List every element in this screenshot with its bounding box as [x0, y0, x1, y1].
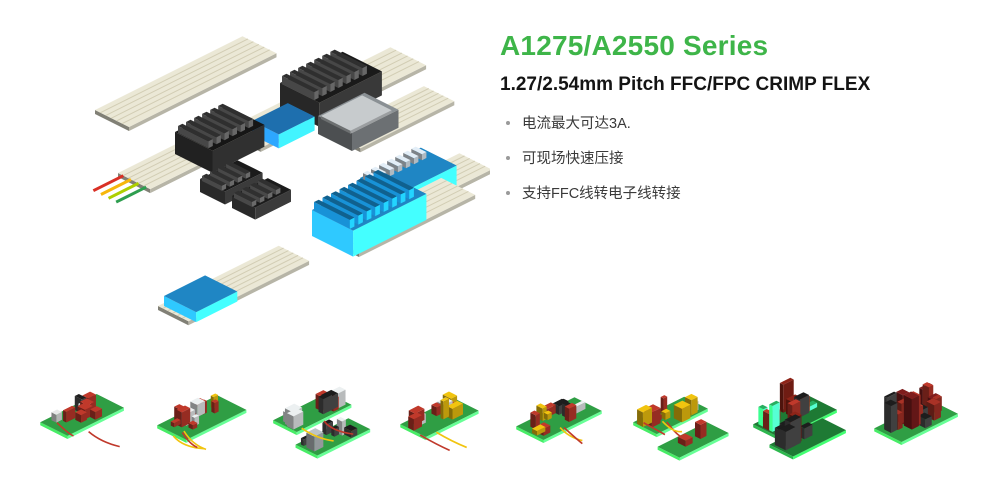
- product-thumbnail-7[interactable]: [743, 344, 855, 472]
- feature-bullet: 电流最大可达3A.: [506, 112, 970, 133]
- product-thumbnail-5[interactable]: [504, 344, 616, 472]
- product-subtitle: 1.27/2.54mm Pitch FFC/FPC CRIMP FLEX: [500, 74, 871, 95]
- pcb-assembly-image: [40, 391, 124, 448]
- pcb-assembly-image: [157, 393, 247, 451]
- feature-text: 支持FFC线转电子线转接: [522, 186, 681, 202]
- product-thumbnail-1[interactable]: [26, 344, 138, 472]
- pcb-assembly-image: [272, 386, 371, 459]
- connector-product-illustration: [92, 36, 490, 326]
- bullet-dot-icon: [506, 120, 510, 125]
- bullet-dot-icon: [506, 190, 510, 195]
- pcb-assembly-image: [752, 377, 846, 460]
- pcb-assembly-image: [874, 382, 958, 446]
- feature-bullet: 可现场快速压接: [506, 147, 970, 168]
- feature-text: 可现场快速压接: [522, 151, 624, 167]
- product-info-panel: A1275/A2550 Series 1.27/2.54mm Pitch FFC…: [500, 30, 970, 217]
- page-title: A1275/A2550 Series: [500, 30, 769, 61]
- bullet-dot-icon: [506, 155, 510, 160]
- feature-text: 电流最大可达3A.: [522, 116, 631, 132]
- pcb-assembly-image: [515, 397, 602, 445]
- feature-list: 电流最大可达3A. 可现场快速压接 支持FFC线转电子线转接: [500, 112, 970, 203]
- pcb-assembly-image: [400, 391, 479, 452]
- product-thumbnail-4[interactable]: [384, 344, 496, 472]
- product-thumbnail-6[interactable]: [623, 344, 735, 472]
- product-thumbnail-2[interactable]: [145, 344, 257, 472]
- product-thumbnail-3[interactable]: [265, 344, 377, 472]
- pcb-assembly-image: [633, 393, 729, 461]
- product-thumbnail-gallery: [0, 336, 1000, 472]
- feature-bullet: 支持FFC线转电子线转接: [506, 182, 970, 203]
- product-thumbnail-8[interactable]: [862, 344, 974, 472]
